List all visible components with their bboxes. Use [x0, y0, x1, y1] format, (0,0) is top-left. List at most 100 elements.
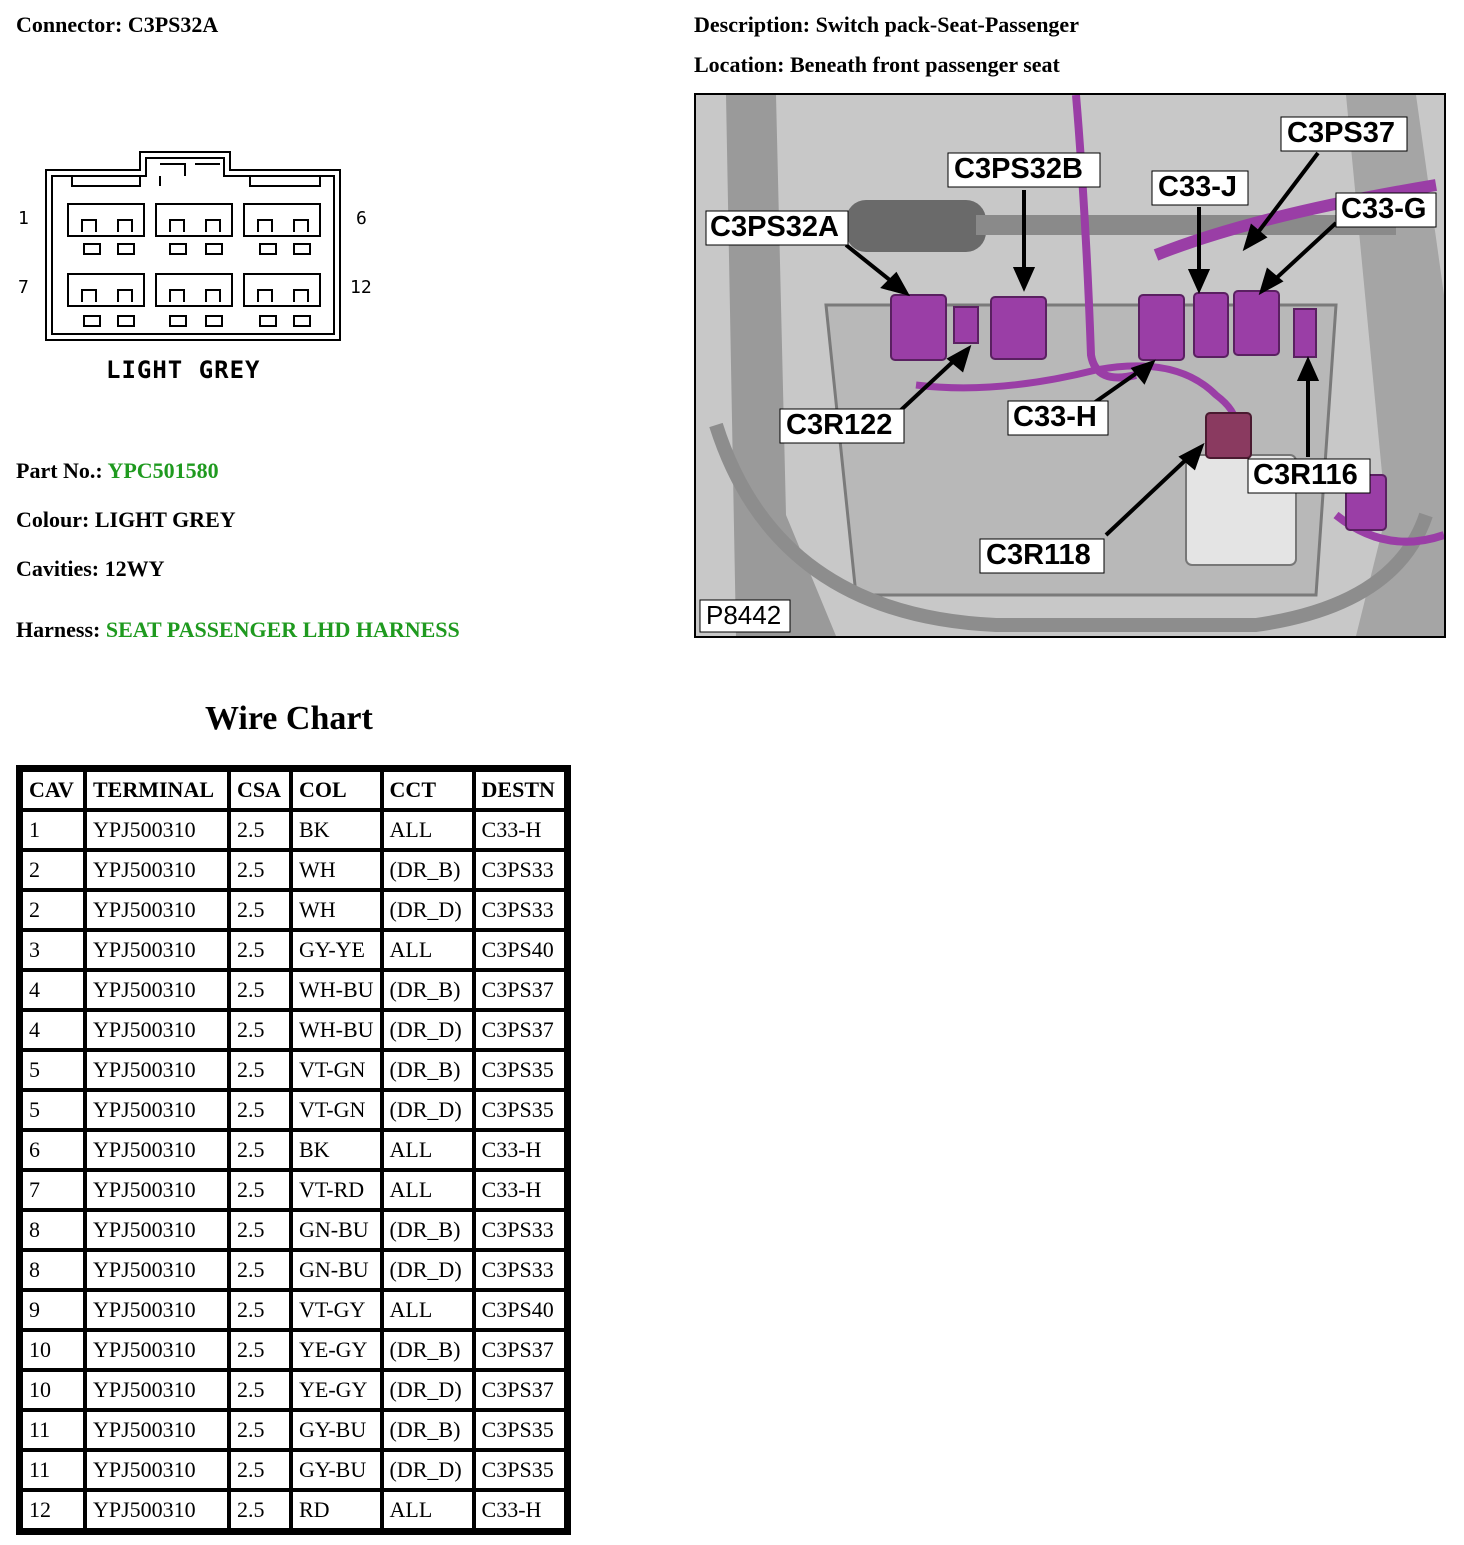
cell-cav: 10	[23, 1372, 83, 1408]
cell-destn: C33-H	[475, 1172, 564, 1208]
cell-cct: (DR_D)	[383, 1092, 472, 1128]
cell-col: VT-GN	[293, 1052, 380, 1088]
cell-terminal: YPJ500310	[87, 892, 227, 928]
cell-terminal: YPJ500310	[87, 1252, 227, 1288]
callout-c3ps37: C3PS37	[1287, 117, 1396, 149]
cell-terminal: YPJ500310	[87, 1292, 227, 1328]
cell-cav: 7	[23, 1172, 83, 1208]
header-cav: CAV	[23, 772, 83, 808]
cavities-value: 12WY	[104, 556, 165, 581]
harness-field: Harness: SEAT PASSENGER LHD HARNESS	[16, 617, 460, 643]
cell-cav: 2	[23, 852, 83, 888]
cell-cct: (DR_D)	[383, 1372, 472, 1408]
cell-destn: C3PS33	[475, 892, 564, 928]
cell-col: GY-BU	[293, 1452, 380, 1488]
cell-csa: 2.5	[231, 1332, 289, 1368]
cell-cav: 4	[23, 1012, 83, 1048]
location-photo: C3PS32A C3PS32B C33-J C3PS37 C33-G C3R12…	[694, 93, 1446, 638]
location-value: Beneath front passenger seat	[789, 52, 1060, 77]
cell-csa: 2.5	[231, 1492, 289, 1528]
colour-field: Colour: LIGHT GREY	[16, 507, 236, 533]
harness-label: Harness:	[16, 617, 101, 642]
diagram-colour-caption: LIGHT GREY	[106, 356, 261, 384]
location-label: Location:	[694, 52, 785, 77]
cell-destn: C3PS35	[475, 1092, 564, 1128]
callout-c33-j: C33-J	[1158, 171, 1237, 203]
callout-c3ps32a: C3PS32A	[710, 211, 839, 243]
callout-c3ps32b: C3PS32B	[954, 153, 1083, 185]
cell-col: YE-GY	[293, 1332, 380, 1368]
header-cct: CCT	[383, 772, 472, 808]
cell-cav: 11	[23, 1412, 83, 1448]
cell-col: WH-BU	[293, 1012, 380, 1048]
cell-csa: 2.5	[231, 1172, 289, 1208]
cavities-field: Cavities: 12WY	[16, 556, 164, 582]
cell-cav: 5	[23, 1052, 83, 1088]
description-value: Switch pack-Seat-Passenger	[815, 12, 1079, 37]
callout-c33-h: C33-H	[1013, 401, 1097, 433]
cell-cav: 12	[23, 1492, 83, 1528]
cell-destn: C3PS35	[475, 1052, 564, 1088]
cell-destn: C3PS35	[475, 1412, 564, 1448]
connector-face-diagram	[45, 151, 341, 341]
cell-destn: C3PS37	[475, 972, 564, 1008]
cell-terminal: YPJ500310	[87, 1372, 227, 1408]
colour-value: LIGHT GREY	[94, 507, 236, 532]
cell-col: WH	[293, 892, 380, 928]
colour-label: Colour:	[16, 507, 90, 532]
connector-value: C3PS32A	[127, 12, 219, 37]
cell-cct: ALL	[383, 1172, 472, 1208]
cell-destn: C33-H	[475, 1132, 564, 1168]
part-no-label: Part No.:	[16, 458, 103, 483]
cell-destn: C3PS33	[475, 1212, 564, 1248]
cell-terminal: YPJ500310	[87, 1092, 227, 1128]
cell-csa: 2.5	[231, 1252, 289, 1288]
header-destn: DESTN	[475, 772, 564, 808]
cell-terminal: YPJ500310	[87, 1452, 227, 1488]
cell-terminal: YPJ500310	[87, 972, 227, 1008]
header-col: COL	[293, 772, 380, 808]
cell-csa: 2.5	[231, 852, 289, 888]
cell-destn: C3PS40	[475, 1292, 564, 1328]
cell-cav: 9	[23, 1292, 83, 1328]
cell-terminal: YPJ500310	[87, 1492, 227, 1528]
location-field: Location: Beneath front passenger seat	[694, 52, 1060, 78]
cell-col: WH	[293, 852, 380, 888]
cell-cct: (DR_D)	[383, 892, 472, 928]
callout-c33-g: C33-G	[1341, 193, 1427, 225]
photo-code: P8442	[706, 600, 782, 630]
connector-label: Connector:	[16, 12, 123, 37]
cell-cct: (DR_D)	[383, 1252, 472, 1288]
cell-col: RD	[293, 1492, 380, 1528]
cell-terminal: YPJ500310	[87, 1012, 227, 1048]
cell-col: WH-BU	[293, 972, 380, 1008]
cell-col: GN-BU	[293, 1212, 380, 1248]
callout-c3r122: C3R122	[786, 409, 893, 441]
cell-cct: ALL	[383, 1492, 472, 1528]
cell-terminal: YPJ500310	[87, 1332, 227, 1368]
cell-cav: 3	[23, 932, 83, 968]
cell-csa: 2.5	[231, 1052, 289, 1088]
cell-cct: (DR_D)	[383, 1452, 472, 1488]
pin-label-1: 1	[18, 208, 29, 229]
cell-cav: 5	[23, 1092, 83, 1128]
cell-cct: (DR_B)	[383, 1412, 472, 1448]
cell-destn: C3PS37	[475, 1012, 564, 1048]
cell-cav: 8	[23, 1252, 83, 1288]
cell-cct: (DR_B)	[383, 1052, 472, 1088]
callout-c3r116: C3R116	[1253, 459, 1358, 491]
cell-terminal: YPJ500310	[87, 1212, 227, 1248]
cell-destn: C3PS37	[475, 1332, 564, 1368]
cell-terminal: YPJ500310	[87, 1412, 227, 1448]
cell-col: VT-GN	[293, 1092, 380, 1128]
